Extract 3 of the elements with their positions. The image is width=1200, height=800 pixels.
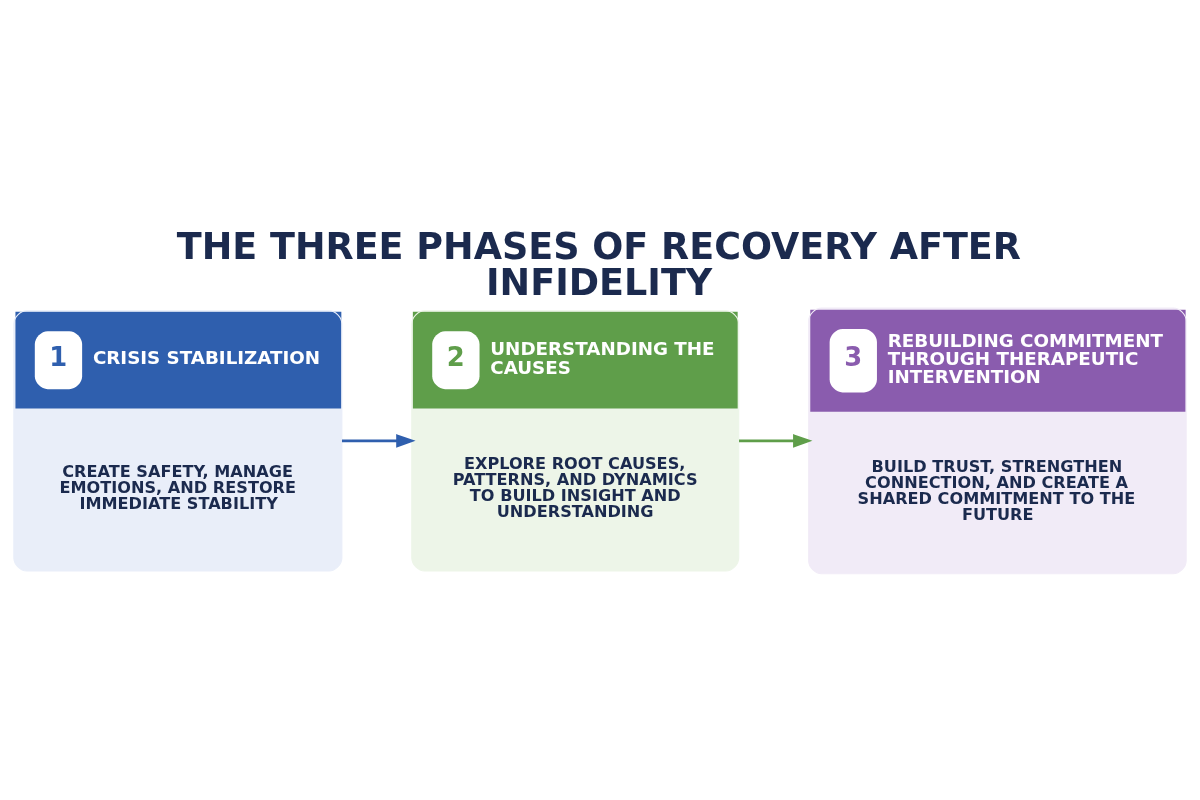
arrow [342,434,416,448]
diagram-title: THE THREE PHASES OF RECOVERY AFTER INFIDELITY [176,224,1021,305]
arrow [739,434,813,448]
